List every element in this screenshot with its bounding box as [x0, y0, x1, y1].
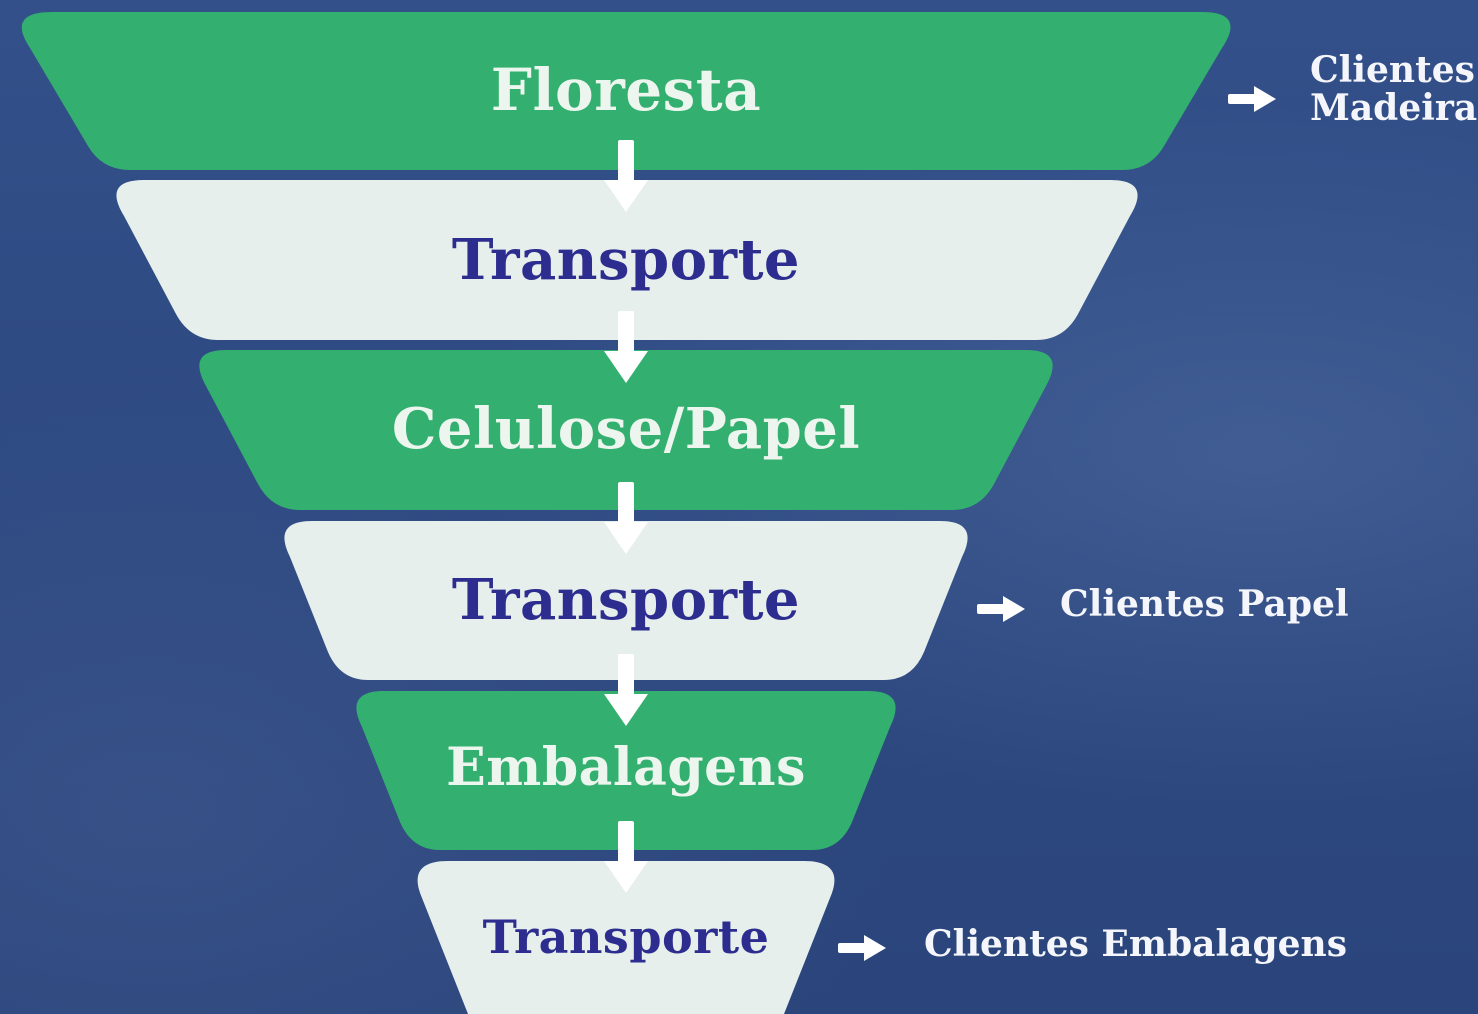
arrow-down-icon [604, 140, 648, 212]
layer-label-floresta: Floresta [490, 56, 762, 124]
client-label-madeira-line2: Madeira [1310, 86, 1478, 129]
client-label-madeira: Clientes Madeira [1310, 49, 1478, 129]
client-label-embalagens: Clientes Embalagens [924, 923, 1347, 965]
layer-label-embalagens: Embalagens [446, 737, 806, 798]
layer-label-celulose-papel: Celulose/Papel [391, 396, 861, 462]
funnel-layer-4-shape [284, 521, 968, 680]
client-label-papel: Clientes Papel [1060, 583, 1349, 625]
arrow-down-icon [604, 482, 648, 554]
layer-label-transporte-1: Transporte [451, 227, 801, 293]
funnel-layer-3-shape [199, 350, 1053, 510]
arrow-down-icon [604, 654, 648, 726]
funnel-layer-5-shape [356, 691, 896, 850]
arrow-right-icon [1228, 86, 1276, 112]
arrow-down-icon [604, 311, 648, 383]
layer-label-transporte-3: Transporte [482, 910, 770, 964]
arrow-down-icon [604, 821, 648, 893]
funnel-layer-1-shape [21, 12, 1231, 170]
layer-label-transporte-2: Transporte [451, 567, 801, 633]
funnel-layer-2-shape [116, 180, 1138, 340]
arrow-right-icon [838, 935, 886, 961]
client-label-madeira-line1: Clientes [1310, 49, 1475, 91]
arrow-right-icon [977, 596, 1025, 622]
funnel-layer-6-shape [417, 861, 835, 1014]
